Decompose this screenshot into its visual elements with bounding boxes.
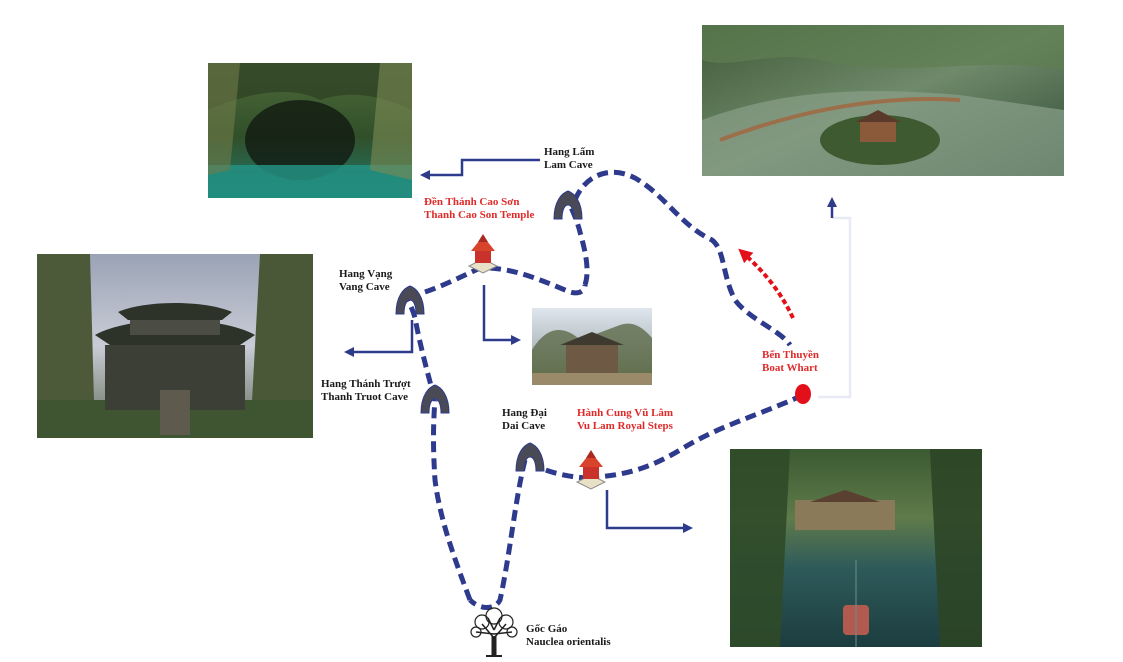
photo-arrows [344, 158, 693, 533]
route-lam-to-wharf [572, 169, 793, 347]
direction-arrow-icon [738, 248, 795, 319]
route-thanh-truot-to-vang [405, 299, 438, 401]
label-hang-dai: Hang Đại Dai Cave [502, 407, 547, 433]
route-path [405, 169, 805, 610]
route-dai-cave-to-tree [468, 459, 528, 610]
route-royal-steps-to-dai-cave [539, 465, 591, 481]
label-thanh-truot-en: Thanh Truot Cave [321, 391, 409, 403]
label-hang-lam-vi: Hang Lấm [544, 146, 595, 158]
route-vang-to-cao-son [424, 265, 482, 295]
label-hanh-cung-vu-lam: Hành Cung Vũ Lâm Vu Lam Royal Steps [577, 407, 673, 433]
label-ben-thuyen-vi: Bến Thuyền [762, 349, 819, 361]
label-hang-vang-en: Vang Cave [339, 281, 390, 293]
photo-vang-cave-gate [37, 254, 313, 438]
cave-icon [395, 285, 425, 315]
label-vu-lam-en: Vu Lam Royal Steps [577, 420, 673, 432]
route-junction-to-lam [567, 204, 590, 286]
temple-icon [575, 450, 607, 490]
tree-icon [470, 607, 518, 657]
arrow-to-cao-son-photo [482, 285, 521, 345]
label-hang-thanh-truot: Hang Thánh Trượt Thanh Truot Cave [321, 378, 411, 404]
cave-icon [553, 190, 583, 220]
label-den-thanh-cao-son: Đền Thánh Cao Sơn Thanh Cao Son Temple [424, 196, 534, 222]
label-ben-thuyen: Bến Thuyền Boat Whart [762, 349, 819, 375]
label-goc-gao: Gốc Gáo Nauclea orientalis [526, 623, 611, 649]
label-goc-gao-en: Nauclea orientalis [526, 636, 611, 648]
label-cao-son-en: Thanh Cao Son Temple [424, 209, 535, 221]
cave-icon [420, 384, 450, 414]
label-hang-vang: Hang Vạng Vang Cave [339, 268, 392, 294]
label-thanh-truot-vi: Hang Thánh Trượt [321, 378, 411, 390]
arrow-to-vang-photo [344, 320, 414, 357]
label-hang-lam-en: Lam Cave [544, 159, 593, 171]
cave-icon [515, 442, 545, 472]
route-cao-son-to-junction [489, 265, 588, 296]
temple-icon [467, 234, 499, 274]
label-vu-lam-vi: Hành Cung Vũ Lâm [577, 407, 674, 419]
arrow-to-wharf-photo [818, 197, 852, 399]
photo-wharf-aerial [702, 25, 1064, 176]
arrow-to-vu-lam-photo [605, 490, 693, 533]
label-hang-lam: Hang Lấm Lam Cave [544, 146, 594, 172]
photo-vu-lam-river [730, 449, 982, 647]
route-wharf-to-royal-steps [594, 392, 805, 480]
route-tree-to-thanh-truot [431, 399, 473, 601]
photo-cao-son-temple [532, 308, 652, 385]
label-hang-vang-vi: Hang Vạng [339, 268, 393, 280]
arrow-to-lam-photo [420, 158, 540, 180]
label-hang-dai-vi: Hang Đại [502, 407, 547, 419]
photo-lam-cave [208, 63, 412, 198]
label-cao-son-vi: Đền Thánh Cao Sơn [424, 196, 520, 208]
label-ben-thuyen-en: Boat Whart [762, 362, 818, 374]
label-goc-gao-vi: Gốc Gáo [526, 623, 568, 635]
label-hang-dai-en: Dai Cave [502, 420, 546, 432]
wharf-marker-icon [795, 384, 811, 404]
